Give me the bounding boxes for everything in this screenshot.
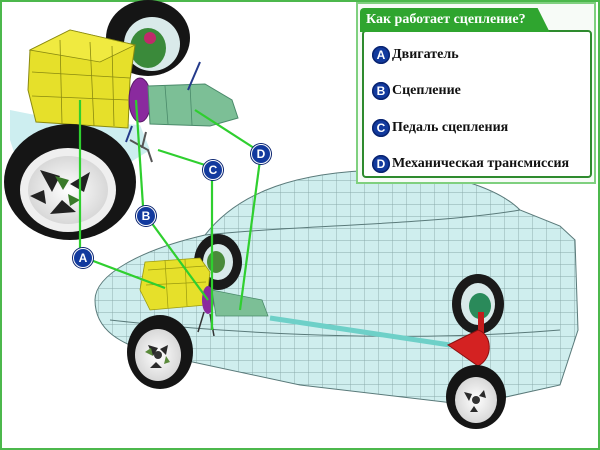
legend-box: A Двигатель B Сцепление C Педаль сцеплен… bbox=[362, 30, 592, 178]
front-wheel-near bbox=[127, 315, 193, 389]
badge-d-icon: D bbox=[372, 155, 390, 173]
legend-item-clutch: B Сцепление bbox=[372, 82, 461, 100]
leader-lines bbox=[78, 99, 262, 330]
legend-item-engine: A Двигатель bbox=[372, 46, 459, 64]
legend-item-transmission: D Механическая трансмиссия bbox=[372, 155, 569, 173]
legend-label: Педаль сцепления bbox=[392, 120, 509, 135]
legend-label: Механическая трансмиссия bbox=[392, 156, 570, 171]
badge-b-icon: B bbox=[372, 82, 390, 100]
badge-c-icon: C bbox=[372, 119, 390, 137]
badge-a-icon: A bbox=[372, 46, 390, 64]
rear-axle bbox=[446, 274, 506, 429]
marker-c: C bbox=[203, 160, 223, 180]
front-wheel-far bbox=[194, 234, 242, 290]
driveshaft bbox=[269, 315, 451, 348]
marker-d: D bbox=[251, 144, 271, 164]
legend-title: Как работает сцепление? bbox=[360, 8, 550, 32]
legend-label: Сцепление bbox=[392, 83, 461, 98]
exploded-engine-view bbox=[4, 0, 239, 240]
legend-label: Двигатель bbox=[392, 47, 459, 62]
marker-a: A bbox=[73, 248, 93, 268]
marker-b: B bbox=[136, 206, 156, 226]
legend-item-clutch-pedal: C Педаль сцепления bbox=[372, 119, 508, 137]
